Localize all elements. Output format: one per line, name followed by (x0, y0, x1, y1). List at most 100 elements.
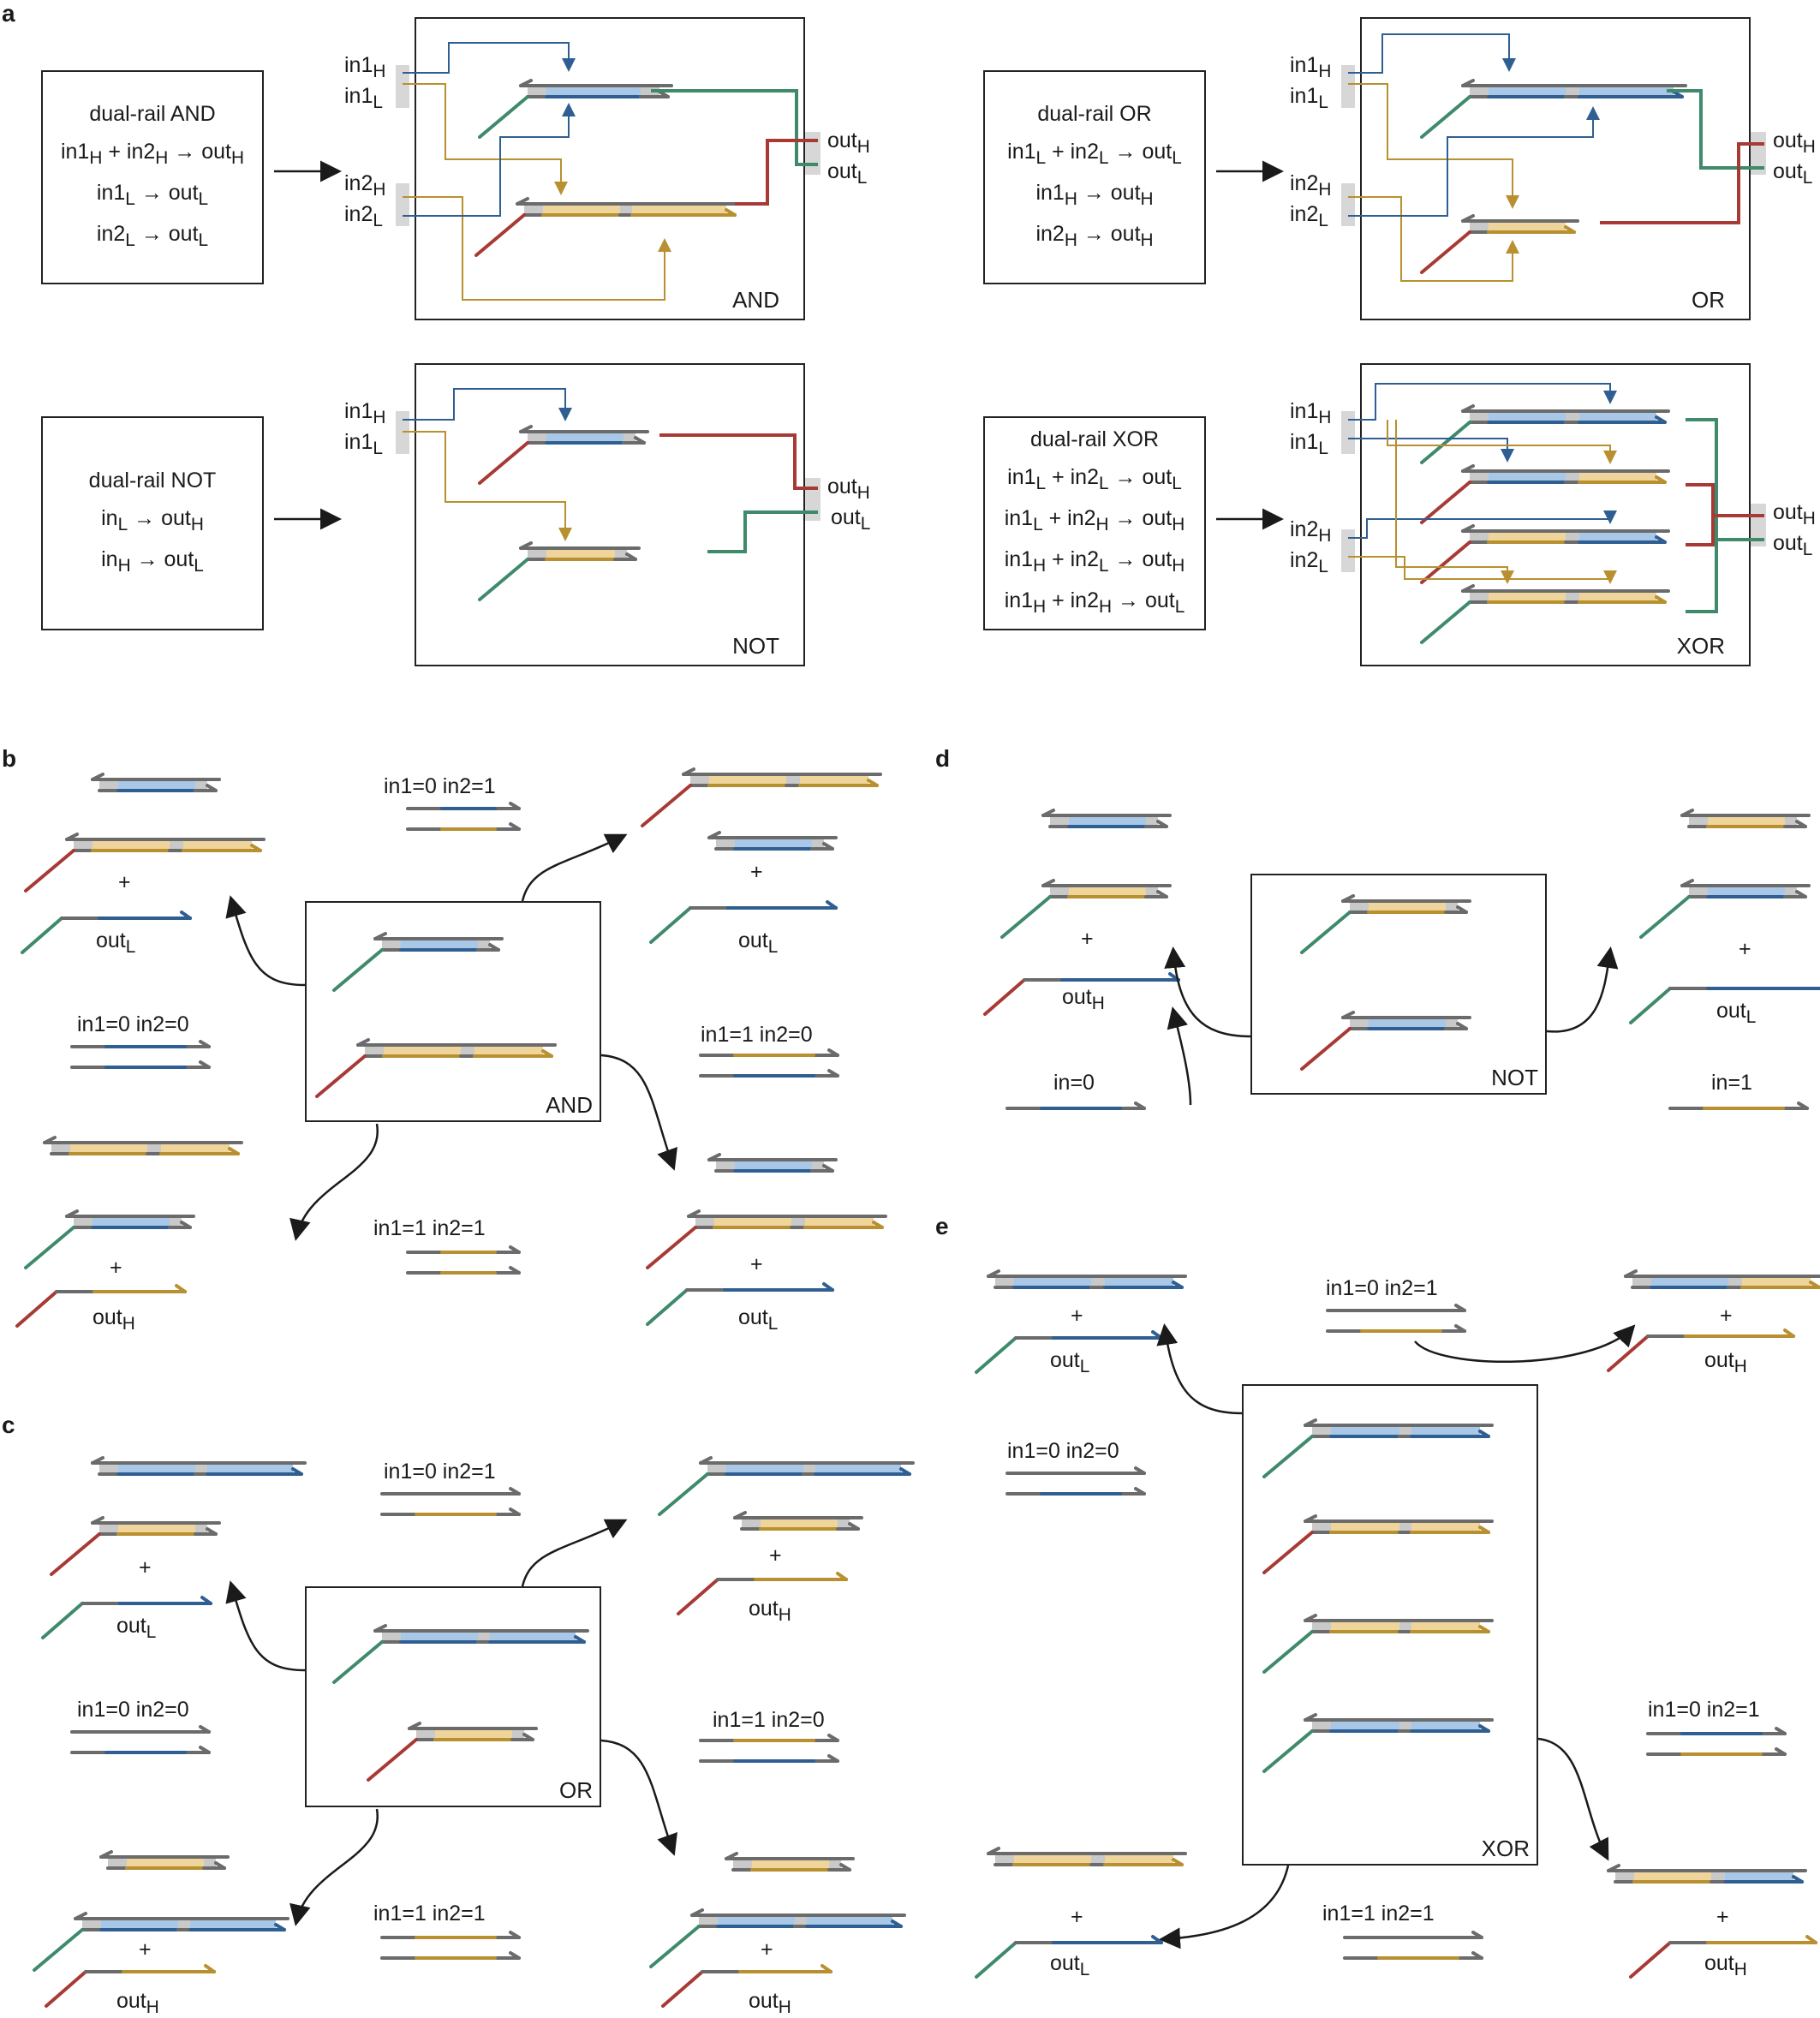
strand-hook (1456, 1022, 1468, 1030)
output-strand-leg (1629, 987, 1672, 1024)
toehold-domain (478, 1633, 490, 1640)
c-condition-11: in1=1 in2=1 (373, 1902, 486, 1925)
top-strand-hook (1041, 809, 1055, 817)
top-strand-hook (707, 1153, 721, 1161)
and-in1-low-label: in1L (344, 84, 383, 112)
e-output-01-right: outH (1704, 1951, 1747, 1979)
blue-domain-fill (118, 781, 195, 789)
blue-domain-fill (1411, 1427, 1480, 1435)
top-strand-hook (1341, 1011, 1355, 1019)
red-output-leg (50, 1532, 101, 1576)
green-output-leg (1000, 895, 1052, 939)
gold-domain-fill (1331, 1622, 1399, 1630)
output-strand-leg (975, 1336, 1017, 1374)
toehold-domain (1728, 1278, 1742, 1286)
gold-domain-fill (752, 1860, 829, 1868)
top-strand-hook (987, 1847, 1000, 1855)
top-strand-hook (699, 1456, 713, 1465)
gold-domain-fill (1489, 593, 1566, 600)
blue-domain-fill (207, 1465, 293, 1472)
output-strand-hook (1805, 1935, 1817, 1944)
e-plus-01-top: + (1720, 1304, 1733, 1328)
toehold-domain (195, 1525, 207, 1532)
toehold-domain (1091, 1855, 1105, 1863)
toehold-domain (170, 1218, 182, 1226)
gold-domain-fill (118, 1525, 195, 1532)
green-output-leg (649, 1925, 701, 1968)
or-wire-in1H (1348, 33, 1516, 74)
not-in1-low-label: in1L (344, 430, 383, 458)
red-output-leg (24, 849, 75, 893)
toehold-domain (716, 1161, 735, 1169)
toehold-domain (1689, 887, 1708, 895)
xor-wire-e (1348, 556, 1617, 584)
d-condition-1: in=1 (1711, 1071, 1752, 1095)
top-strand-hook (1680, 809, 1694, 817)
green-output-leg (478, 95, 529, 139)
blue-domain-fill (1014, 1278, 1091, 1286)
or-out-low-label: outL (1773, 159, 1813, 188)
xor-out-high-label: outH (1773, 500, 1816, 528)
xor-wire-f (1395, 420, 1514, 584)
toehold-domain (1446, 1019, 1458, 1027)
input-strand-hook (509, 1487, 521, 1496)
strand-hook (1809, 1281, 1820, 1289)
xor-wire-d (1387, 420, 1617, 464)
xor-gate-label: XOR (1676, 633, 1725, 659)
top-strand-hook (91, 1456, 104, 1465)
e-output-00: outL (1050, 1348, 1090, 1376)
toehold-domain (1399, 1622, 1411, 1630)
b-condition-01: in1=0 in2=1 (384, 774, 496, 798)
or-rule-2: in1H → outH (1035, 181, 1154, 209)
or-wire-in1L (1348, 83, 1519, 209)
xor-output-high-bracket (1686, 483, 1715, 546)
reaction-arrow (225, 1580, 306, 1672)
strand-hook (1655, 415, 1667, 424)
c-output-01: outH (749, 1597, 791, 1625)
and-rules-box: dual-rail AND in1H + in2H → outH in1L → … (41, 70, 264, 284)
reaction-arrow (1159, 1865, 1290, 1949)
b-plus-10: + (750, 1252, 763, 1276)
top-strand-hook (1304, 1514, 1317, 1523)
e-plus-11: + (1071, 1905, 1083, 1929)
gold-domain-fill (70, 1144, 147, 1152)
toehold-domain (1470, 87, 1489, 95)
c-output-00: outL (116, 1614, 157, 1642)
and-output-low (651, 89, 818, 166)
output-strand-leg (975, 1941, 1017, 1979)
c-condition-10: in1=1 in2=0 (713, 1708, 825, 1732)
toehold-domain (382, 1633, 401, 1640)
and-out-low-label: outL (827, 159, 868, 188)
gold-domain-fill (1014, 1855, 1091, 1863)
toehold-domain (512, 1730, 524, 1738)
gold-domain-fill (1489, 223, 1566, 230)
red-output-leg (646, 1226, 697, 1269)
output-strand-leg (1629, 1941, 1672, 1979)
strand-hook (725, 208, 737, 217)
toehold-domain (1146, 887, 1158, 895)
top-strand-hook (43, 1136, 57, 1144)
strand-hook (1456, 905, 1468, 914)
reaction-arrow (521, 1519, 628, 1587)
output-pad (805, 478, 820, 521)
red-output-leg (1420, 481, 1471, 524)
strand-hook (250, 844, 262, 852)
reaction-arrow (289, 1808, 379, 1926)
input-strand-hook (509, 1266, 521, 1275)
blue-domain-fill (735, 839, 812, 847)
c-plus-10: + (761, 1937, 773, 1961)
toehold-domain (1312, 1523, 1331, 1531)
strand-hook (274, 1923, 286, 1931)
toehold-domain (742, 1519, 761, 1527)
toehold-domain (51, 1144, 70, 1152)
input-strand-hook (199, 1746, 211, 1754)
input-strand-hook (827, 1754, 839, 1763)
e-condition-00: in1=0 in2=0 (1007, 1439, 1119, 1463)
and-out-high-label: outH (827, 128, 870, 157)
xor-in2-high-label: in2H (1290, 517, 1332, 546)
top-strand-hook (987, 1269, 1000, 1278)
strand-hook (634, 436, 646, 445)
output-strand-hook (836, 1572, 848, 1581)
b-condition-11: in1=1 in2=1 (373, 1216, 486, 1240)
e-plus-00: + (1071, 1304, 1083, 1328)
